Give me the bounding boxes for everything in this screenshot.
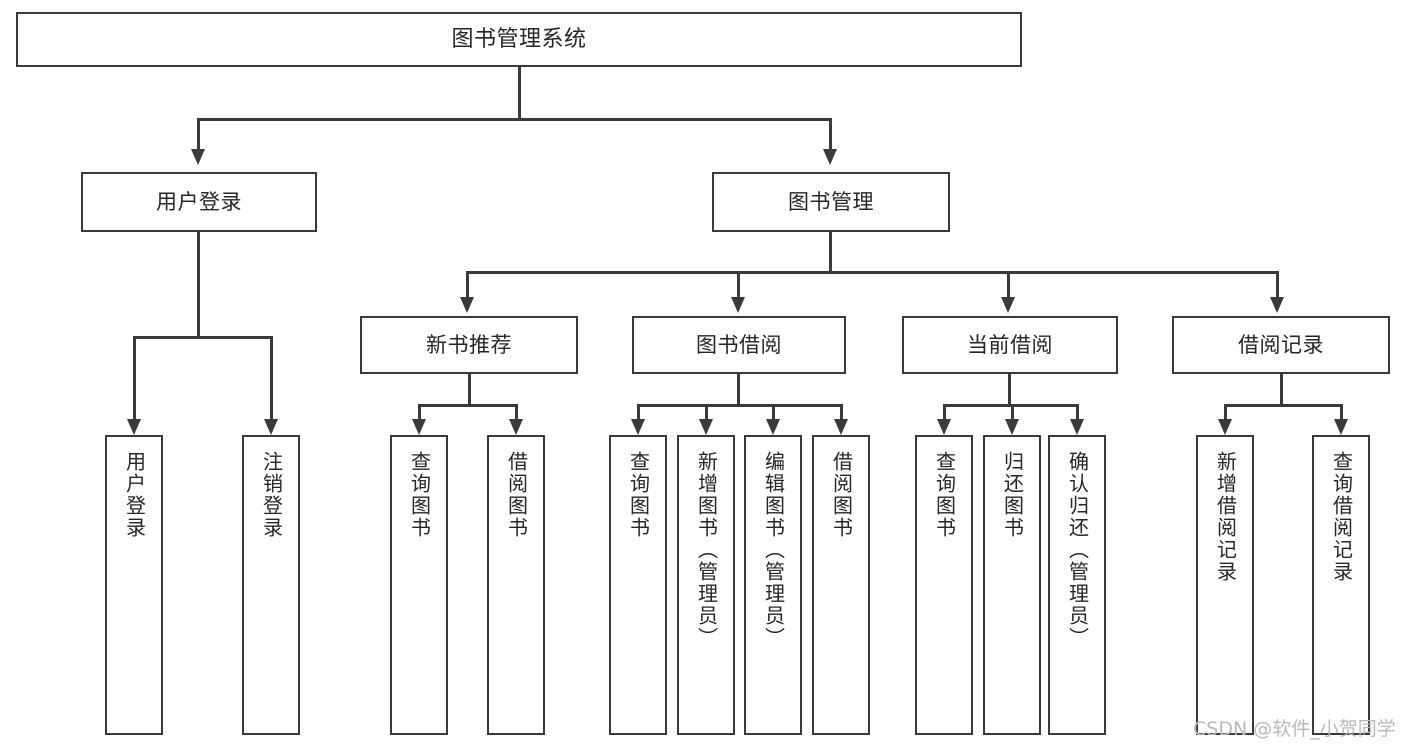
connector-newbook-drop-1 (418, 404, 421, 419)
arrowhead-user-login (191, 149, 205, 165)
arrowhead-leaf-borrowrecord-2 (1334, 419, 1348, 435)
connector-borrowrecord-drop-2 (1340, 404, 1343, 419)
leaf-label: 查询借阅记录 (1329, 451, 1354, 583)
connector-currentborrow-drop-1 (943, 404, 946, 419)
leaf-label: 用户登录 (122, 451, 147, 539)
leaf-label: 借阅图书 (504, 451, 529, 539)
arrowhead-leaf-bookborrow-2 (699, 419, 713, 435)
connector-root-drop-left (197, 118, 200, 149)
arrowhead-leaf-user-login-1 (127, 419, 141, 435)
leaf-newbook-query-book[interactable]: 查询图书 (390, 435, 448, 735)
connector-level3-drop-4 (1276, 271, 1279, 298)
connector-borrowrecord-drop-1 (1224, 404, 1227, 419)
connector-root-bus (197, 118, 831, 121)
arrowhead-borrow-record (1270, 297, 1284, 313)
node-user-login[interactable]: 用户登录 (81, 172, 317, 232)
leaf-label: 新增借阅记录 (1213, 451, 1238, 583)
connector-user-login-stem (197, 232, 200, 336)
arrowhead-leaf-bookborrow-3 (766, 419, 780, 435)
arrowhead-new-book (460, 297, 474, 313)
connector-newbook-stem (468, 374, 471, 406)
node-label: 当前借阅 (967, 332, 1053, 357)
node-root-system[interactable]: 图书管理系统 (16, 12, 1022, 67)
connector-currentborrow-drop-2 (1011, 404, 1014, 419)
connector-level3-drop-1 (466, 271, 469, 298)
leaf-bookborrow-borrow-book[interactable]: 借阅图书 (812, 435, 870, 735)
arrowhead-leaf-user-login-2 (264, 419, 278, 435)
arrowhead-book-manage (823, 149, 837, 165)
arrowhead-leaf-newbook-1 (412, 419, 426, 435)
leaf-label: 编辑图书（管理员） (761, 451, 786, 649)
connector-bookborrow-drop-4 (840, 404, 843, 419)
arrowhead-current-borrow (1001, 297, 1015, 313)
leaf-bookborrow-add-book[interactable]: 新增图书（管理员） (677, 435, 735, 735)
arrowhead-leaf-borrowrecord-1 (1218, 419, 1232, 435)
connector-user-login-drop-2 (270, 336, 273, 419)
arrowhead-leaf-newbook-2 (509, 419, 523, 435)
arrowhead-leaf-currentborrow-2 (1005, 419, 1019, 435)
leaf-currentborrow-return-book[interactable]: 归还图书 (983, 435, 1041, 735)
connector-borrowrecord-bus (1224, 404, 1342, 407)
arrowhead-leaf-currentborrow-3 (1070, 419, 1084, 435)
leaf-currentborrow-query-book[interactable]: 查询图书 (915, 435, 973, 735)
leaf-bookborrow-edit-book[interactable]: 编辑图书（管理员） (744, 435, 802, 735)
leaf-bookborrow-query-book[interactable]: 查询图书 (609, 435, 667, 735)
connector-user-login-drop-1 (133, 336, 136, 419)
connector-bookborrow-drop-3 (772, 404, 775, 419)
connector-root-drop-right (829, 118, 832, 149)
node-label: 图书管理 (788, 189, 874, 214)
node-book-management[interactable]: 图书管理 (712, 172, 950, 232)
arrowhead-leaf-currentborrow-1 (937, 419, 951, 435)
node-label: 图书管理系统 (451, 26, 587, 52)
connector-newbook-bus (418, 404, 518, 407)
connector-bookborrow-bus (637, 404, 842, 407)
node-new-book-recommend[interactable]: 新书推荐 (360, 316, 578, 374)
connector-currentborrow-bus (943, 404, 1076, 407)
node-borrow-record[interactable]: 借阅记录 (1172, 316, 1390, 374)
connector-bookborrow-stem (737, 374, 740, 406)
leaf-newbook-borrow-book[interactable]: 借阅图书 (487, 435, 545, 735)
node-book-borrow[interactable]: 图书借阅 (632, 316, 846, 374)
node-label: 借阅记录 (1238, 332, 1324, 357)
connector-newbook-drop-2 (515, 404, 518, 419)
connector-level3-bus (466, 271, 1278, 274)
leaf-currentborrow-confirm-return[interactable]: 确认归还（管理员） (1048, 435, 1106, 735)
node-label: 用户登录 (156, 189, 242, 214)
leaf-label: 查询图书 (626, 451, 651, 539)
connector-borrowrecord-stem (1280, 374, 1283, 406)
leaf-label: 新增图书（管理员） (694, 451, 719, 649)
connector-bookborrow-drop-2 (705, 404, 708, 419)
connector-level3-drop-2 (737, 271, 740, 298)
node-current-borrow[interactable]: 当前借阅 (902, 316, 1118, 374)
connector-user-login-bus (133, 336, 272, 339)
leaf-borrowrecord-add-record[interactable]: 新增借阅记录 (1196, 435, 1254, 735)
leaf-label: 查询图书 (932, 451, 957, 539)
leaf-label: 借阅图书 (829, 451, 854, 539)
connector-currentborrow-drop-3 (1076, 404, 1079, 419)
leaf-label: 查询图书 (407, 451, 432, 539)
connector-root-stem (518, 67, 521, 120)
connector-bookborrow-drop-1 (637, 404, 640, 419)
leaf-user-logout[interactable]: 注销登录 (242, 435, 300, 735)
node-label: 新书推荐 (426, 332, 512, 357)
node-label: 图书借阅 (696, 332, 782, 357)
leaf-label: 归还图书 (1000, 451, 1025, 539)
leaf-label: 确认归还（管理员） (1065, 451, 1090, 649)
leaf-user-login[interactable]: 用户登录 (105, 435, 163, 735)
leaf-label: 注销登录 (259, 451, 284, 539)
connector-level3-drop-3 (1007, 271, 1010, 298)
arrowhead-leaf-bookborrow-4 (834, 419, 848, 435)
arrowhead-book-borrow (731, 297, 745, 313)
arrowhead-leaf-bookborrow-1 (631, 419, 645, 435)
connector-currentborrow-stem (1008, 374, 1011, 406)
connector-book-manage-stem (829, 232, 832, 273)
leaf-borrowrecord-query-record[interactable]: 查询借阅记录 (1312, 435, 1370, 735)
